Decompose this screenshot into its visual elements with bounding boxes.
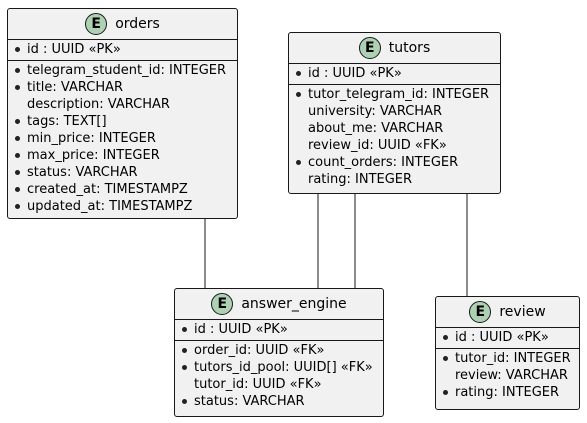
entity-orders[interactable]: E orders id : UUID «PK» telegram_student… bbox=[7, 8, 238, 219]
attribute-field: review_id: UUID «FK» bbox=[308, 138, 447, 153]
attribute-field: updated_at: TIMESTAMPZ bbox=[8, 198, 237, 215]
attribute-field: tutor_telegram_id: INTEGER bbox=[289, 86, 500, 103]
entity-header: E orders bbox=[8, 9, 237, 39]
entity-badge-icon: E bbox=[85, 13, 108, 35]
attribute-field: tutor_id: INTEGER bbox=[436, 350, 579, 367]
primary-key-field: id : UUID «PK» bbox=[8, 41, 237, 58]
attribute-field: university: VARCHAR bbox=[308, 104, 442, 119]
attribute-field: max_price: INTEGER bbox=[8, 147, 237, 164]
attribute-field: count_orders: INTEGER bbox=[289, 154, 500, 171]
attribute-field: min_price: INTEGER bbox=[8, 130, 237, 147]
primary-key-field: id : UUID «PK» bbox=[175, 321, 383, 338]
attribute-field: rating: INTEGER bbox=[308, 172, 413, 187]
attribute-field: title: VARCHAR bbox=[8, 79, 237, 96]
primary-key-section: id : UUID «PK» bbox=[436, 328, 579, 348]
primary-key-section: id : UUID «PK» bbox=[289, 64, 500, 84]
key-divider bbox=[175, 340, 383, 341]
key-divider bbox=[436, 348, 579, 349]
attribute-field: telegram_student_id: INTEGER bbox=[8, 62, 237, 79]
primary-key-section: id : UUID «PK» bbox=[8, 40, 237, 60]
attribute-field: rating: INTEGER bbox=[436, 384, 579, 401]
entity-badge-icon: E bbox=[358, 37, 381, 59]
attribute-field: order_id: UUID «FK» bbox=[175, 342, 383, 359]
primary-key-section: id : UUID «PK» bbox=[175, 320, 383, 340]
key-divider bbox=[289, 84, 500, 85]
attribute-field: status: VARCHAR bbox=[8, 164, 237, 181]
entity-title: orders bbox=[115, 16, 160, 32]
attributes-section: order_id: UUID «FK»tutors_id_pool: UUID[… bbox=[175, 341, 383, 412]
attribute-field: created_at: TIMESTAMPZ bbox=[8, 181, 237, 198]
attribute-field: tutors_id_pool: UUID[] «FK» bbox=[175, 359, 383, 376]
entity-header: E review bbox=[436, 297, 579, 327]
entity-title: answer_engine bbox=[241, 296, 347, 312]
key-divider bbox=[8, 60, 237, 61]
attribute-field: tags: TEXT[] bbox=[8, 113, 237, 130]
entity-header: E answer_engine bbox=[175, 289, 383, 319]
entity-title: tutors bbox=[388, 40, 431, 56]
primary-key-field: id : UUID «PK» bbox=[289, 65, 500, 82]
entity-tutors[interactable]: E tutors id : UUID «PK» tutor_telegram_i… bbox=[288, 32, 501, 194]
attribute-field: review: VARCHAR bbox=[455, 368, 568, 383]
header-divider bbox=[436, 327, 579, 328]
entity-badge-icon: E bbox=[211, 293, 234, 315]
attribute-field: about_me: VARCHAR bbox=[308, 121, 444, 136]
header-divider bbox=[175, 319, 383, 320]
header-divider bbox=[8, 39, 237, 40]
entity-review[interactable]: E review id : UUID «PK» tutor_id: INTEGE… bbox=[435, 296, 580, 410]
attribute-field: tutor_id: UUID «FK» bbox=[194, 377, 322, 392]
entity-title: review bbox=[499, 304, 546, 320]
attribute-field: status: VARCHAR bbox=[175, 393, 383, 410]
entity-badge-icon: E bbox=[469, 301, 492, 323]
header-divider bbox=[289, 63, 500, 64]
attribute-field: description: VARCHAR bbox=[27, 97, 170, 112]
primary-key-field: id : UUID «PK» bbox=[436, 329, 579, 346]
entity-answer-engine[interactable]: E answer_engine id : UUID «PK» order_id:… bbox=[174, 288, 384, 417]
entity-header: E tutors bbox=[289, 33, 500, 63]
